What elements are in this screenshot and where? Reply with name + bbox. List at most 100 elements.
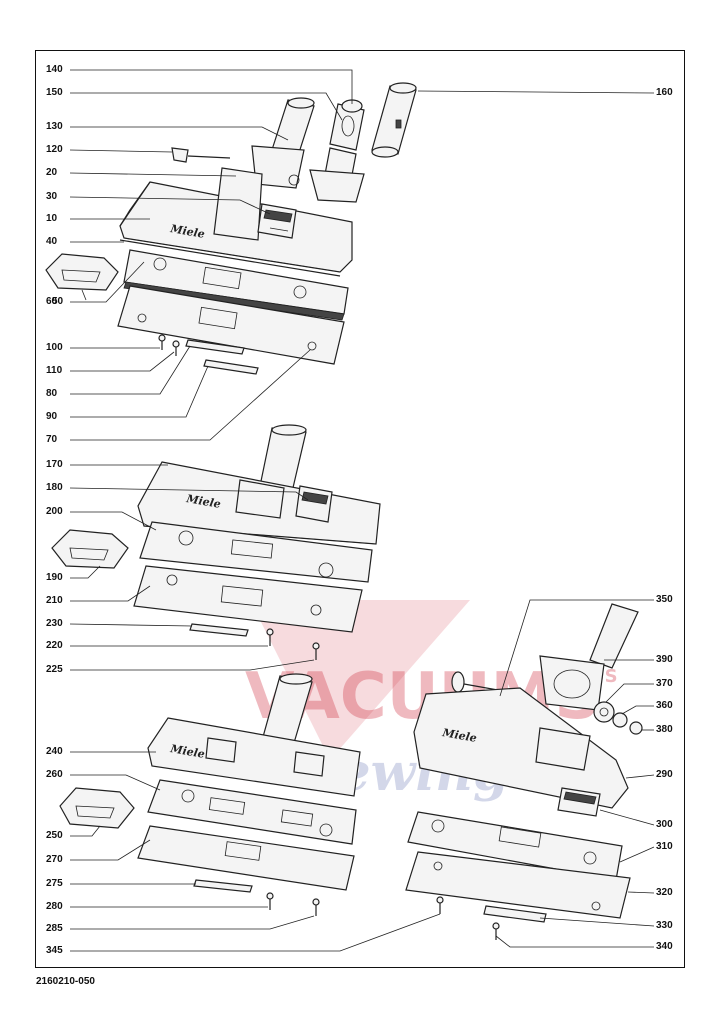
callout-345: 345 [46,945,63,956]
callout-210: 210 [46,595,63,606]
leader-340 [495,935,654,948]
watermark-triangle [250,600,470,760]
drawing-frame [35,50,685,968]
callout-50: 50 [52,296,64,307]
swivel-coupling-140 [329,99,365,151]
leader-20 [69,172,237,177]
leader-285 [70,915,315,930]
callout-350: 350 [656,594,673,605]
brand-label-1: Miele [168,222,205,241]
callout-340: 340 [656,941,673,952]
callout-380: 380 [656,724,673,735]
callout-370: 370 [656,678,673,689]
pedal-300 [557,787,601,817]
callout-140: 140 [46,64,63,75]
leader-60 [70,261,145,303]
callout-200: 200 [46,506,63,517]
brand-label-3: Miele [168,742,205,761]
sole-plate-210 [133,565,363,633]
screw-285 [312,898,320,916]
callout-225: 225 [46,664,63,675]
screw-100 [158,334,166,350]
callout-250: 250 [46,830,63,841]
strip-275 [193,879,253,893]
leader-200 [70,511,157,531]
wheel-370 [593,701,615,723]
screw-340 [492,922,500,940]
brand-label-4: Miele [440,726,477,745]
callout-320: 320 [656,887,673,898]
callout-40: 40 [46,236,58,247]
callout-100: 100 [46,342,63,353]
callout-260: 260 [46,769,63,780]
leader-225 [70,659,315,671]
elbow-150 [309,147,365,203]
leader-260 [70,774,161,791]
leader-180 [69,487,309,501]
leader-345 [70,913,441,952]
pedal-insert-190 [51,529,129,569]
leader-110 [70,351,175,372]
leader-330 [539,917,655,927]
sole-plate-320 [405,851,631,919]
leader-30 [69,196,271,215]
leader-300 [599,809,655,826]
callout-270: 270 [46,854,63,865]
pedal-180 [295,485,333,523]
assembly-1: Miele [45,82,417,375]
screw-225 [312,642,320,660]
leader-350 [499,599,654,697]
callout-360: 360 [656,700,673,711]
leader-320 [627,891,655,894]
assembly-2: Miele [51,424,381,660]
strip-80 [185,339,245,355]
callout-310: 310 [656,841,673,852]
sole-plate-270 [137,825,355,891]
callout-390: 390 [656,654,673,665]
document-number: 2160210-050 [36,976,95,987]
leader-230 [69,623,193,627]
callout-290: 290 [656,769,673,780]
bumper-40 [119,239,341,277]
housing-240: Miele [147,717,361,797]
strip-90 [203,359,259,375]
assembly-3: Miele [59,673,361,916]
tube-160 [371,82,417,158]
axle-pin-120 [171,147,231,163]
callout-300: 300 [656,819,673,830]
leader-270 [70,839,151,861]
upper-housing-20 [213,167,263,241]
callout-130: 130 [46,121,63,132]
leader-190 [70,565,101,579]
leader-70 [70,349,311,441]
callout-120: 120 [46,144,63,155]
neck-130 [251,97,315,189]
strip-230 [189,623,249,637]
screw-345 [436,896,444,914]
pedal-30 [257,203,297,239]
brand-label-2: Miele [184,492,221,511]
callout-60: 60 [46,296,58,307]
callout-10: 10 [46,213,58,224]
leader-90 [70,365,209,418]
callout-240: 240 [46,746,63,757]
callout-20: 20 [46,167,58,178]
callout-220: 220 [46,640,63,651]
callout-330: 330 [656,920,673,931]
callout-275: 275 [46,878,63,889]
assembly-4: Miele [405,603,643,940]
screw-110 [172,340,180,356]
brush-frame-60 [123,249,349,321]
screw-220 [266,628,274,646]
brush-frame-200 [139,521,373,583]
leader-360 [621,705,654,715]
callout-180: 180 [46,482,63,493]
leader-80 [70,345,191,395]
neck-390 [539,603,639,711]
leader-130 [70,126,289,141]
callout-230: 230 [46,618,63,629]
leader-160 [417,90,655,94]
leader-140 [70,69,353,104]
sole-plate-70 [117,285,345,365]
